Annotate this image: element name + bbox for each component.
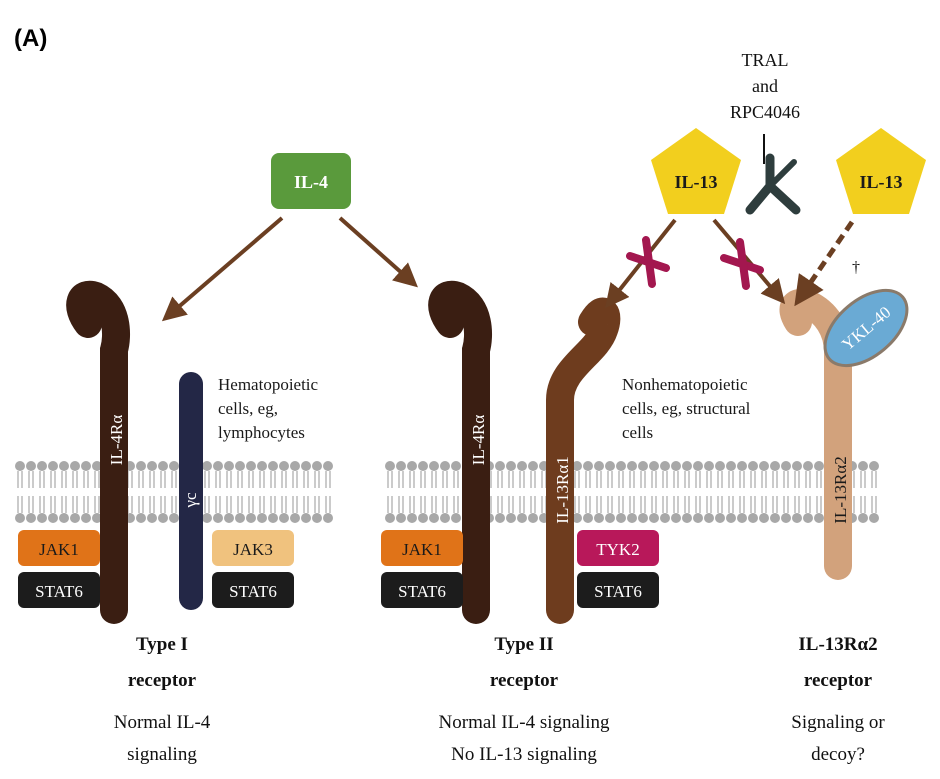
cell-membrane-right	[385, 461, 879, 523]
stat6-box-3	[381, 572, 463, 608]
jak1-box-type2	[381, 530, 463, 566]
stat6-label-1: STAT6	[35, 582, 83, 601]
type2-title-1: Type II	[494, 634, 553, 655]
nonhemato-line-3: cells	[622, 423, 653, 442]
block-cross-left-icon	[626, 236, 670, 288]
nonhematopoietic-note: Nonhematopoietic cells, eg, structural c…	[622, 375, 751, 442]
type2-desc-1: Normal IL-4 signaling	[439, 712, 610, 733]
gamma-c-label: γc	[181, 492, 200, 509]
il4ra-chain-type1	[66, 280, 130, 624]
hemato-line-1: Hematopoietic	[218, 375, 319, 394]
antibody-label-line2: and	[752, 76, 778, 96]
type1-caption: Type I receptor Normal IL-4 signaling	[114, 634, 211, 765]
antibody-label: TRAL and RPC4046	[730, 50, 800, 122]
panel-label: (A)	[14, 25, 47, 52]
arrow-il4-to-type1	[161, 216, 284, 322]
jak3-box	[212, 530, 294, 566]
antibody-label-line3: RPC4046	[730, 102, 800, 122]
il13ra1-chain	[546, 297, 621, 624]
cell-membrane-left	[15, 461, 333, 523]
jak1-label-type2: JAK1	[402, 540, 442, 559]
nonhemato-line-2: cells, eg, structural	[622, 399, 751, 418]
type2-desc-2: No IL-13 signaling	[451, 744, 597, 765]
tyk2-box	[577, 530, 659, 566]
stat6-label-2: STAT6	[229, 582, 277, 601]
il4ra-label-type1: IL-4Rα	[107, 415, 126, 466]
ra2-desc-2: decoy?	[811, 744, 865, 765]
il13ra1-label: IL-13Rα1	[553, 456, 572, 523]
hemato-line-3: lymphocytes	[218, 423, 305, 442]
il4ra-chain-type2	[428, 280, 492, 624]
tyk2-label: TYK2	[596, 540, 639, 559]
jak1-label-type1: JAK1	[39, 540, 79, 559]
ra2-desc-1: Signaling or	[791, 712, 885, 733]
hemato-line-2: cells, eg,	[218, 399, 278, 418]
stat6-box-1	[18, 572, 100, 608]
il13-ligand-right	[836, 128, 926, 214]
stat6-label-3: STAT6	[398, 582, 446, 601]
il13-label-left: IL-13	[674, 172, 717, 192]
arrow-il13-dashed-to-il13ra2	[794, 220, 855, 307]
ra2-caption: IL-13Rα2 receptor Signaling or decoy?	[791, 634, 885, 765]
hematopoietic-note: Hematopoietic cells, eg, lymphocytes	[218, 375, 319, 442]
il13-label-right: IL-13	[859, 172, 902, 192]
il4-label: IL-4	[294, 172, 328, 192]
block-cross-right-icon	[720, 238, 764, 290]
type2-title-2: receptor	[490, 670, 559, 691]
jak1-box-type1	[18, 530, 100, 566]
ra2-title-1: IL-13Rα2	[798, 634, 877, 655]
nonhemato-line-1: Nonhematopoietic	[622, 375, 748, 394]
stat6-box-2	[212, 572, 294, 608]
dagger-mark: †	[852, 259, 860, 276]
antibody-label-line1: TRAL	[742, 50, 789, 70]
type1-title-1: Type I	[136, 634, 188, 655]
type1-title-2: receptor	[128, 670, 197, 691]
arrow-il4-to-type2	[338, 216, 418, 288]
ra2-title-2: receptor	[804, 670, 873, 691]
antibody-icon	[745, 153, 801, 215]
il13-ligand-left	[651, 128, 741, 214]
stat6-label-4: STAT6	[594, 582, 642, 601]
gamma-c-chain	[179, 372, 203, 610]
il4ra-label-type2: IL-4Rα	[469, 415, 488, 466]
type1-desc-1: Normal IL-4	[114, 712, 211, 733]
il4-ligand	[271, 153, 351, 209]
il13ra2-label: IL-13Rα2	[831, 456, 850, 523]
jak3-label: JAK3	[233, 540, 273, 559]
stat6-box-4	[577, 572, 659, 608]
arrow-il13-to-il13ra2	[712, 218, 786, 305]
ykl40-protein: YKL-40	[823, 288, 909, 368]
type2-caption: Type II receptor Normal IL-4 signaling N…	[439, 634, 610, 765]
type1-desc-2: signaling	[127, 744, 197, 765]
